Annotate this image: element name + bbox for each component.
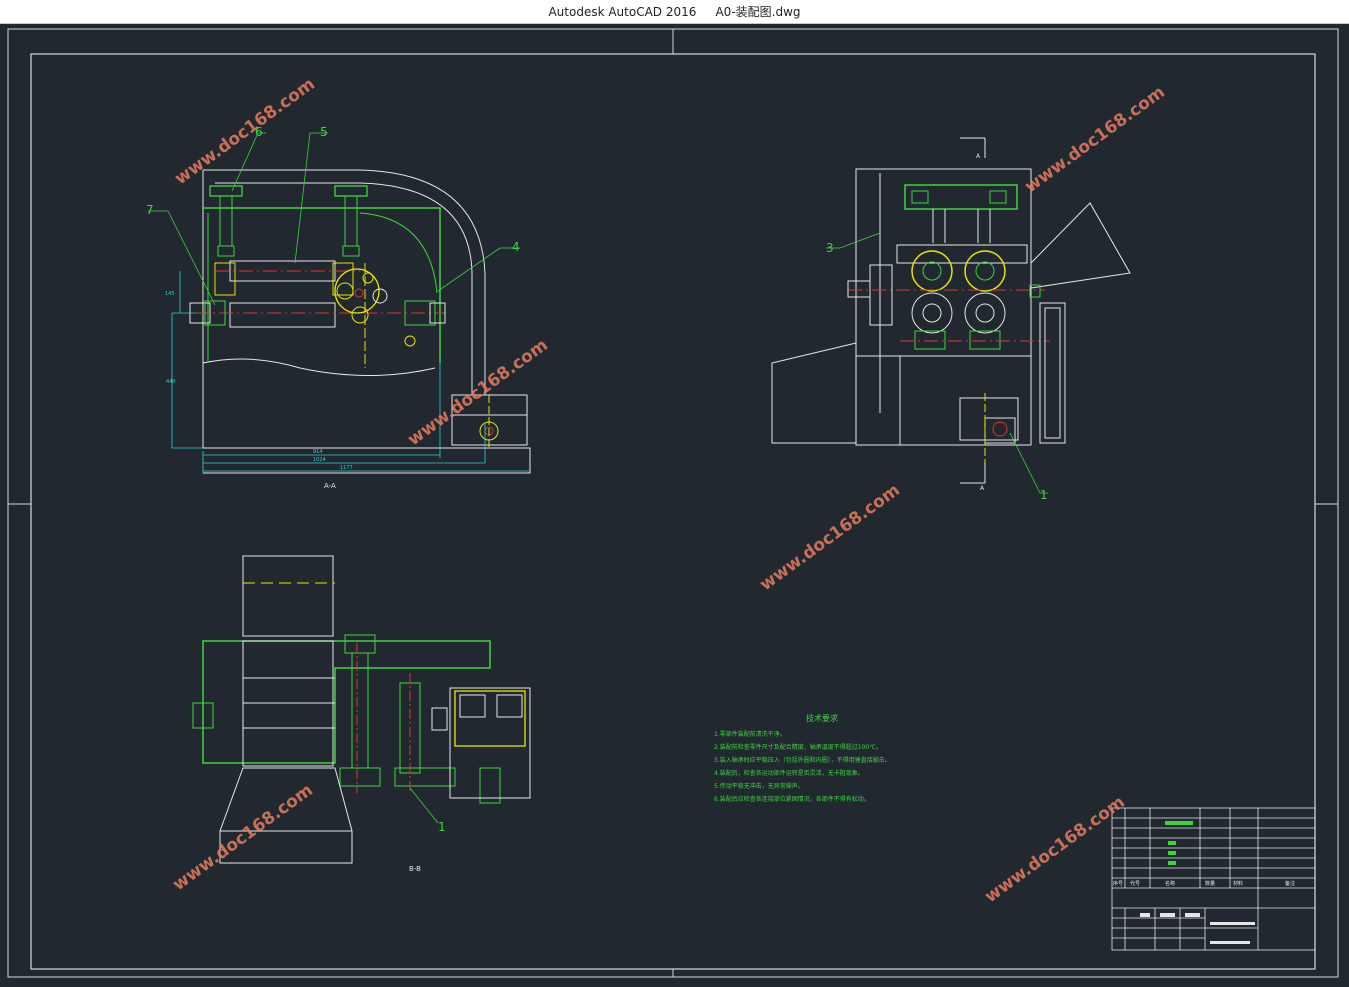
part-label-4: 4 bbox=[512, 240, 520, 254]
header-code: 代号 bbox=[1130, 880, 1140, 887]
tech-requirements: 技术要求 1.零部件装配前清洗干净。 2.装配前检查零件尺寸及配合精度，轴承温度… bbox=[714, 713, 891, 803]
dim-914: 914 bbox=[313, 449, 323, 455]
tech-req-item-2: 2.装配前检查零件尺寸及配合精度，轴承温度不得超过100℃。 bbox=[714, 743, 882, 751]
part-label-7: 7 bbox=[146, 203, 154, 217]
part-label-1-bb: 1 bbox=[438, 820, 446, 834]
drawing-canvas[interactable]: 6 5 4 7 1177 1024 914 440 145 A-A bbox=[0, 23, 1349, 983]
watermark-4: www.doc168.com bbox=[756, 480, 904, 595]
section-label-bb: B-B bbox=[409, 865, 421, 873]
title-block bbox=[1111, 807, 1316, 951]
tech-req-title: 技术要求 bbox=[806, 713, 838, 723]
watermark-2: www.doc168.com bbox=[404, 335, 552, 450]
watermark-5: www.doc168.com bbox=[169, 780, 317, 895]
part-label-5: 5 bbox=[320, 125, 328, 139]
app-name: Autodesk AutoCAD 2016 bbox=[548, 5, 697, 19]
part-label-1-front: 1 bbox=[1040, 488, 1048, 502]
header-seq: 序号 bbox=[1113, 880, 1123, 887]
watermark-3: www.doc168.com bbox=[1021, 82, 1169, 197]
watermark-1: www.doc168.com bbox=[171, 74, 319, 189]
tech-req-item-4: 4.装配后，检查各运动部件运转是否灵活，无卡阻现象。 bbox=[714, 769, 864, 777]
part-label-3: 3 bbox=[826, 241, 834, 255]
file-name: A0-装配图.dwg bbox=[715, 5, 801, 19]
section-label-aa: A-A bbox=[324, 482, 336, 490]
watermark-6: www.doc168.com bbox=[981, 792, 1129, 907]
view-front bbox=[771, 137, 1131, 494]
section-marker-a-bottom: A bbox=[980, 485, 985, 492]
header-material: 材料 bbox=[1233, 880, 1243, 887]
window-title-bar: Autodesk AutoCAD 2016 A0-装配图.dwg bbox=[0, 0, 1349, 24]
watermarks: www.doc168.com www.doc168.com www.doc168… bbox=[169, 74, 1169, 907]
dim-440: 440 bbox=[166, 379, 176, 385]
section-marker-a-top: A bbox=[976, 153, 981, 160]
tech-req-item-5: 5.传动平稳无冲击，无异常噪声。 bbox=[714, 782, 804, 790]
drawing-svg: 6 5 4 7 1177 1024 914 440 145 A-A bbox=[7, 28, 1339, 978]
dim-145: 145 bbox=[165, 291, 175, 297]
view-bb bbox=[192, 555, 531, 864]
inner-frame bbox=[30, 53, 1316, 970]
tech-req-item-1: 1.零部件装配前清洗干净。 bbox=[714, 730, 786, 738]
title-block-headers: 序号 代号 名称 数量 材料 备注 bbox=[1113, 880, 1295, 887]
window-title: Autodesk AutoCAD 2016 A0-装配图.dwg bbox=[0, 3, 1349, 20]
tech-req-item-3: 3.装入轴承时应平稳压入（包括外圈和内圈），不得用锤直接敲击。 bbox=[714, 756, 891, 764]
header-remark: 备注 bbox=[1285, 880, 1295, 887]
view-aa bbox=[148, 132, 531, 474]
dim-1024: 1024 bbox=[313, 457, 326, 463]
tech-req-item-6: 6.装配后应检查各连接部位紧固情况，各部件不得有松动。 bbox=[714, 795, 870, 803]
part-label-6: 6 bbox=[255, 125, 263, 139]
dim-1177: 1177 bbox=[340, 465, 353, 471]
header-qty: 数量 bbox=[1205, 880, 1215, 887]
header-name: 名称 bbox=[1165, 880, 1175, 887]
